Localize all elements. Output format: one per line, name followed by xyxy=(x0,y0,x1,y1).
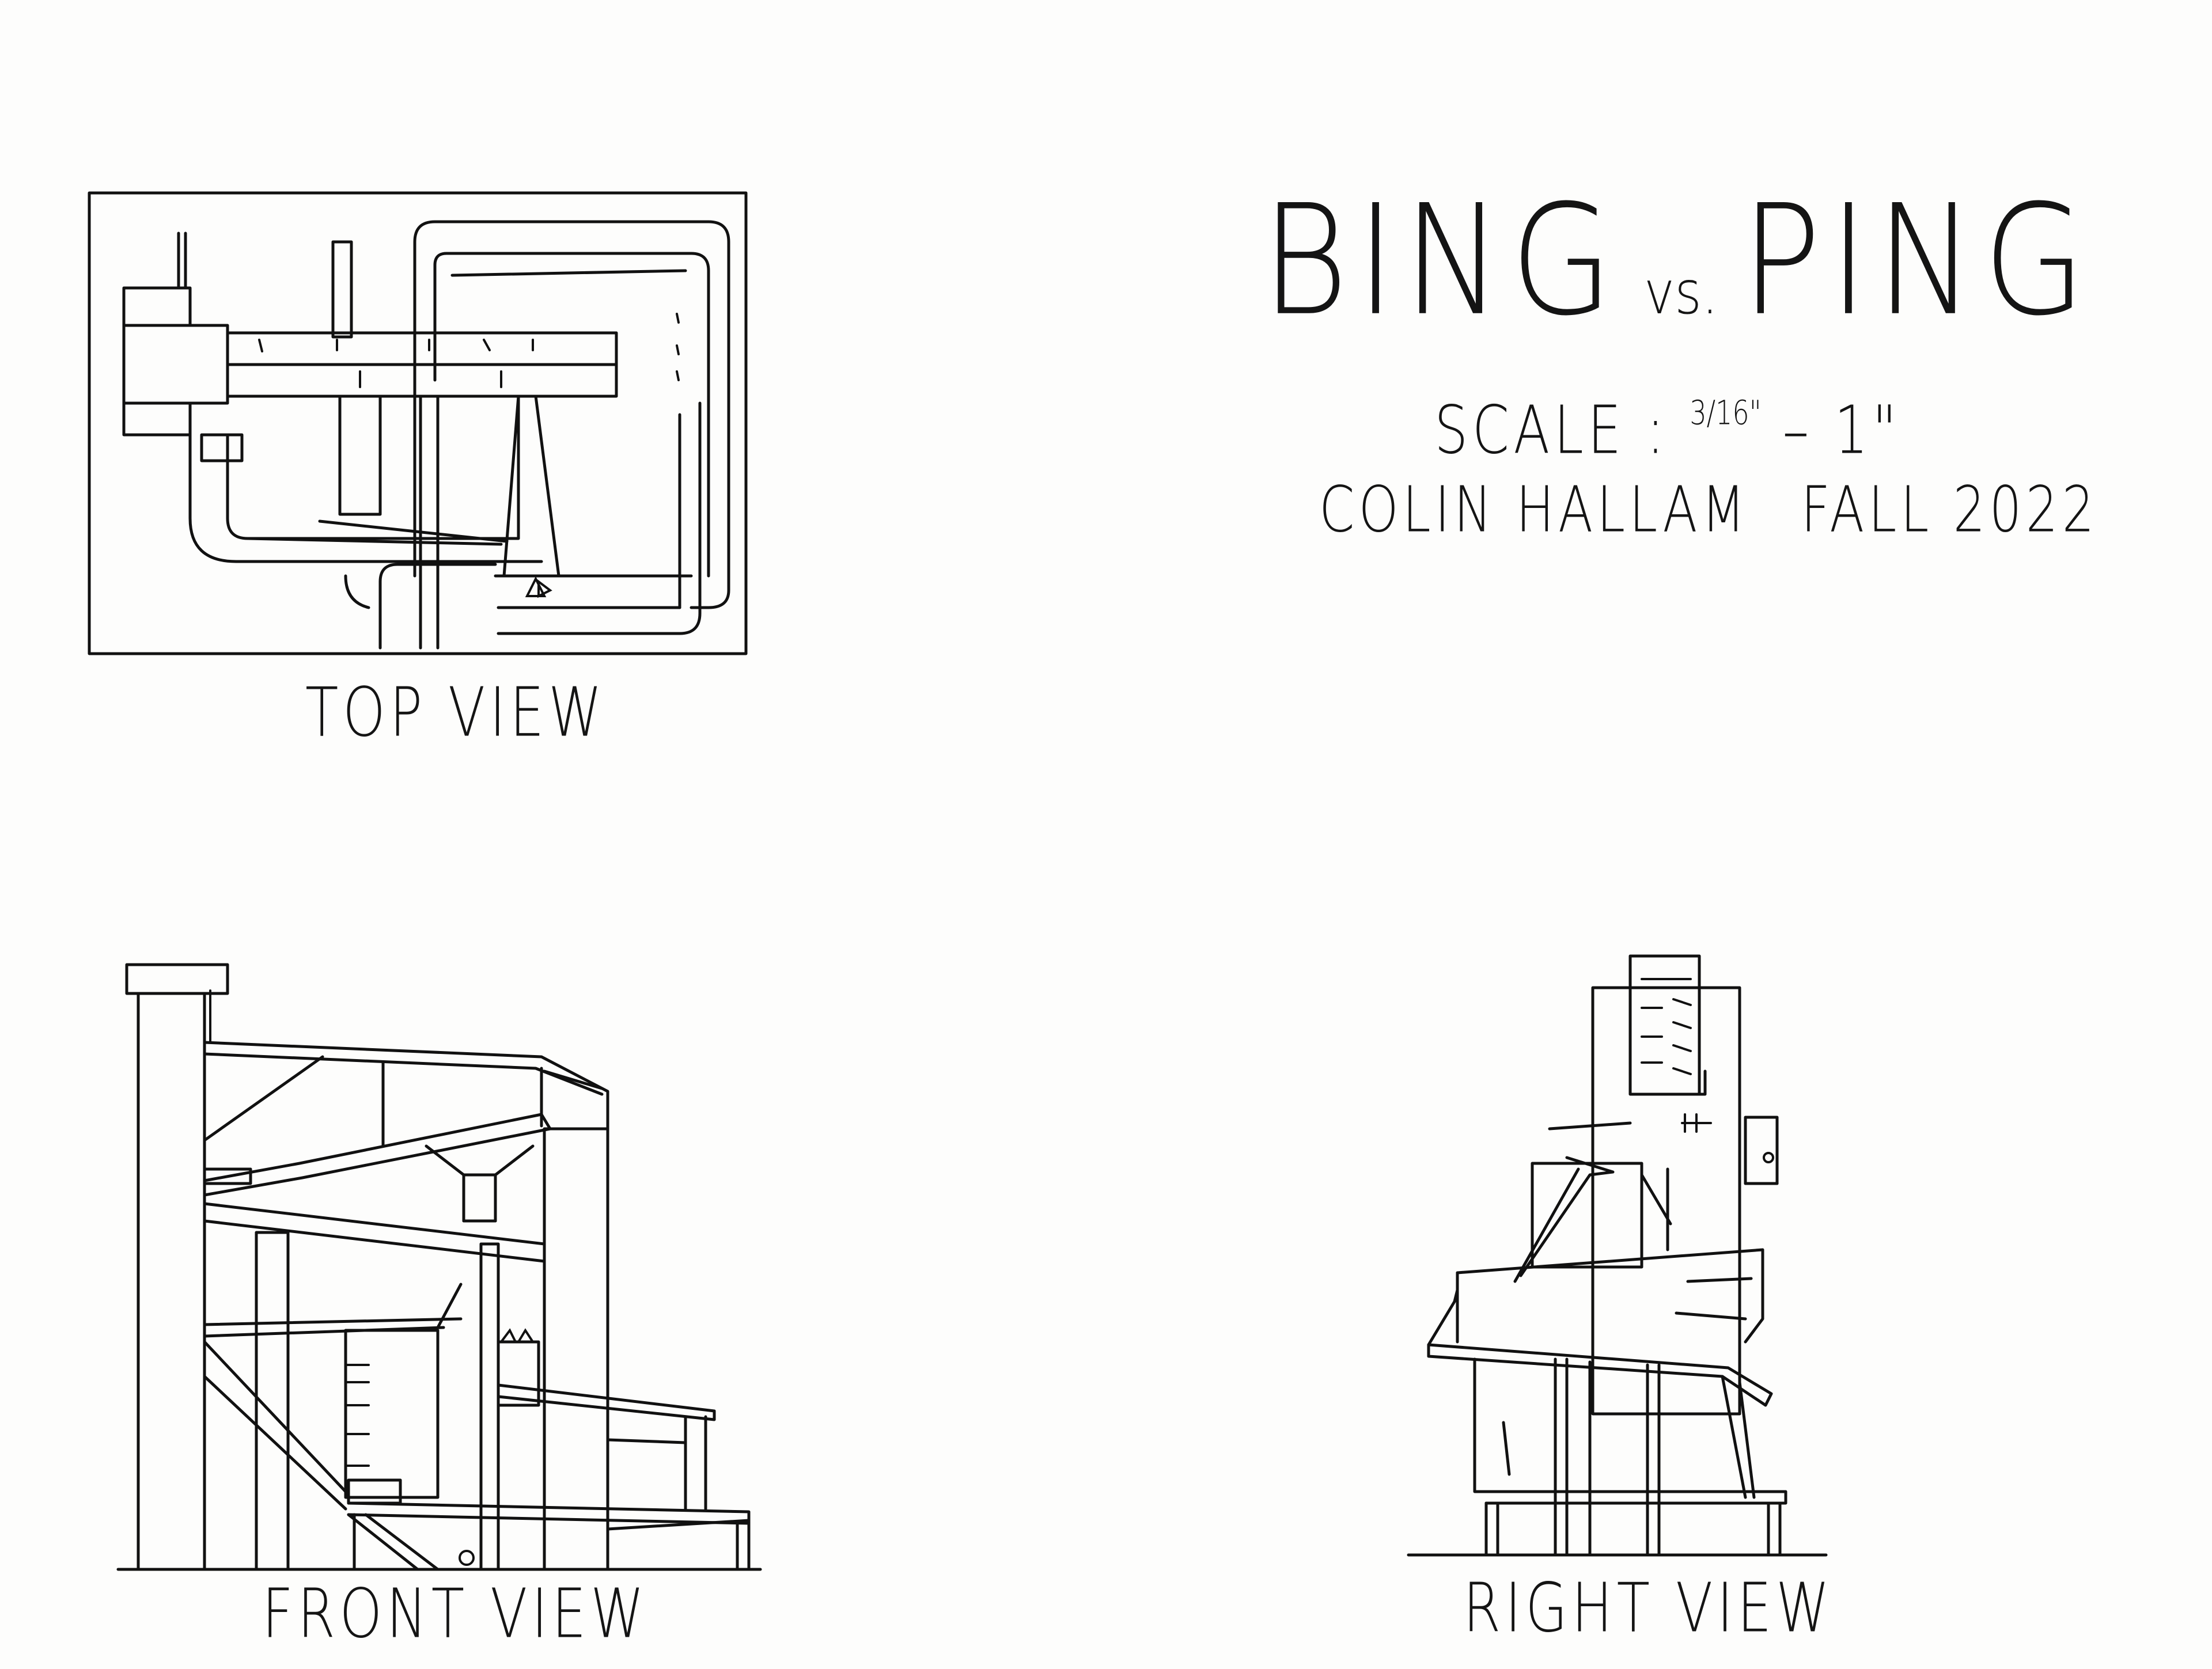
right-view-side-box xyxy=(1745,1117,1777,1184)
right-view-arm xyxy=(1550,1123,1630,1129)
drawing-title: BING vs. PING xyxy=(1262,173,2094,350)
scale-fraction: 3/16" xyxy=(1690,393,1762,433)
top-view-sweep xyxy=(190,435,541,562)
scale-note: SCALE : 3/16" – 1" xyxy=(1434,392,1901,469)
title-vs: vs. xyxy=(1643,258,1718,328)
credit-line: COLIN HALLAM FALL 2022 xyxy=(1319,472,2099,547)
top-view-lines xyxy=(89,193,746,654)
top-view-frame xyxy=(89,193,746,654)
front-view-chute xyxy=(204,1114,550,1195)
right-view-lower-deck xyxy=(1475,1428,1786,1503)
right-view-rail xyxy=(1429,1345,1771,1405)
top-view-outer-pipe xyxy=(415,222,729,608)
right-view-hopper xyxy=(1457,1250,1763,1342)
top-view-label: TOP VIEW xyxy=(305,674,607,753)
front-view-right-block xyxy=(544,1129,608,1569)
right-view-lines xyxy=(1408,956,1826,1555)
top-view-slot xyxy=(202,435,242,461)
term-label: FALL 2022 xyxy=(1801,472,2099,547)
title-main: BING xyxy=(1262,173,1621,350)
title-second: PING xyxy=(1741,173,2094,350)
top-view-column xyxy=(340,396,380,514)
right-view-label: RIGHT VIEW xyxy=(1463,1569,1834,1648)
front-view-ramp-lower xyxy=(349,1503,749,1523)
scale-label: SCALE : xyxy=(1434,392,1669,469)
front-view-panel xyxy=(346,1330,438,1497)
front-view-ramp-upper xyxy=(498,1385,714,1420)
front-view-inner-column xyxy=(256,1232,288,1569)
author-name: COLIN HALLAM xyxy=(1319,472,1749,547)
right-view-tower xyxy=(1593,988,1740,1414)
front-view-label: FRONT VIEW xyxy=(262,1575,649,1654)
top-view-block-c xyxy=(124,403,190,435)
front-view-lines xyxy=(118,965,760,1569)
top-view-tab xyxy=(333,242,351,337)
scale-rest: – 1" xyxy=(1782,392,1901,469)
